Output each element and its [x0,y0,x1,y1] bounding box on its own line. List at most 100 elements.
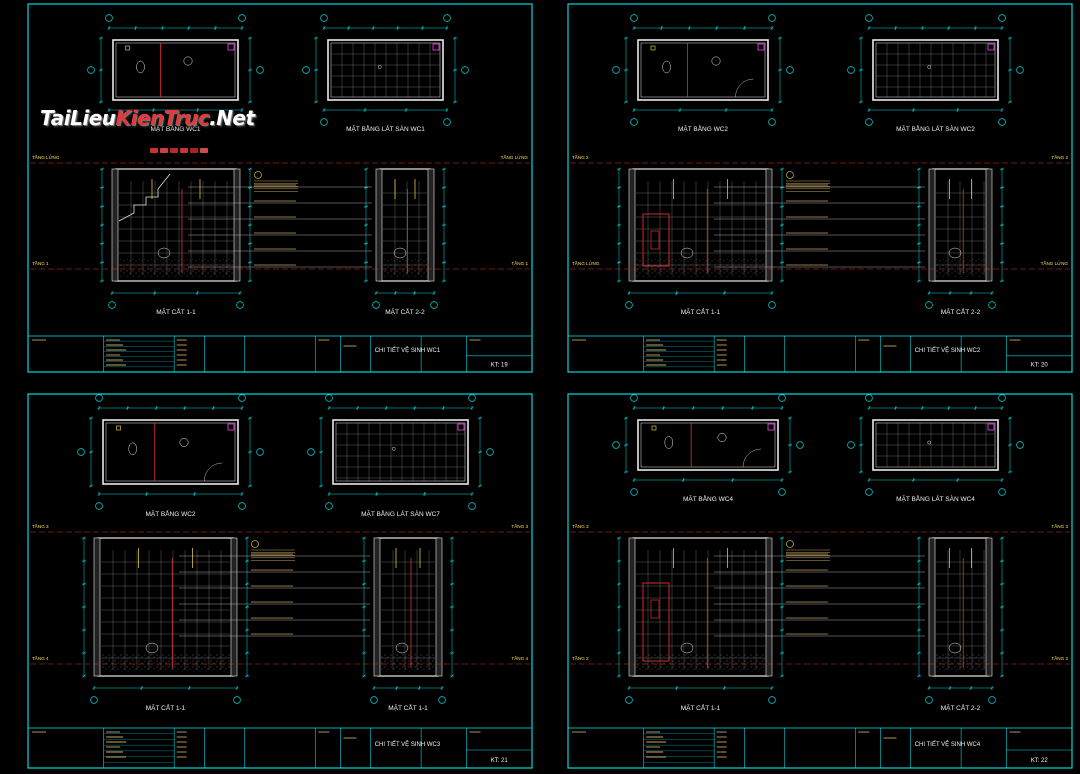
dimension-tick [441,406,445,410]
watermark-dots [150,138,210,157]
dimension-tick [82,651,86,655]
dimension-tick [678,108,682,112]
grid-bubble [768,14,776,22]
dimension-tick [687,26,691,30]
dimension-tick [624,470,628,474]
dimension-tick [927,291,931,295]
dimension-tick [917,582,921,586]
dimension-tick [100,186,104,190]
dimension-tick [450,628,454,632]
sink-fixture [179,437,189,447]
dimension-tick [917,628,921,632]
dimension-tick [413,291,417,295]
dimension-tick [442,223,446,227]
dimension-tick [917,279,921,283]
dimension-tick [134,26,138,30]
level-label: TẦNG 4 [32,655,49,661]
dimension-tick [1000,628,1004,632]
section-title: MẶT CẮT 1-1 [681,703,721,712]
grid-bubble [1016,66,1024,74]
dimension-tick [1000,204,1004,208]
dimension-tick [617,279,621,283]
dimension-tick [82,628,86,632]
grid-bubble [768,696,776,704]
dimension-tick [478,450,482,454]
dimension-tick [617,628,621,632]
section-title: MẶT CẮT 2-2 [941,307,981,316]
dimension-tick [617,260,621,264]
grid-bubble [988,696,996,704]
dimension-tick [356,406,360,410]
dimension-tick [82,605,86,609]
dimension-tick [956,478,960,482]
dimension-tick [240,26,244,30]
floor-plan [302,14,469,126]
dimension-tick [859,36,863,40]
grid-bubble [236,301,244,309]
floor-finish [636,259,765,277]
dimension-tick [1008,470,1012,474]
dimension-tick [894,26,898,30]
dimension-tick [917,651,921,655]
wall-inner [105,422,236,482]
watermark-dot [150,148,158,153]
section-wall-left [93,537,101,677]
dimension-tick [196,108,200,112]
title-block-frame [567,335,1073,373]
dimension-tick [238,291,242,295]
grid-bubble [865,118,873,126]
dimension-tick [245,605,249,609]
dimension-tick [450,536,454,540]
dimension-tick [442,167,446,171]
dimension-tick [660,26,664,30]
dimension-tick [632,478,636,482]
dimension-tick [322,108,326,112]
dimension-tick [788,416,792,420]
section-wall-left [375,168,383,282]
level-label: TẦNG 2 [572,154,589,160]
dimension-tick [1000,605,1004,609]
floor-finish [936,654,985,672]
dimension-tick [100,279,104,283]
floor-drain [927,440,932,445]
dimension-tick [413,406,417,410]
dimension-tick [917,260,921,264]
dimension-tick [917,242,921,246]
floor-plan [307,394,494,510]
section-wall-right [985,537,993,677]
note-bubble [786,171,794,179]
dimension-tick [867,108,871,112]
dimension-tick [363,108,367,112]
dimension-tick [624,443,628,447]
title-block [27,727,533,769]
dimension-tick [947,26,951,30]
dimension-tick [478,416,482,420]
sheet-4 [567,393,1073,769]
watermark-dot [170,148,178,153]
dimension-tick [248,167,252,171]
dimension-tick [82,559,86,563]
dimension-tick [450,674,454,678]
dimension-tick [396,26,400,30]
level-label: TẦNG 3 [32,523,49,529]
sheet-code: KT: 19 [491,363,509,369]
wall-outline [332,419,469,485]
plan-title: MẶT BẰNG LÁT SÀN WC4 [896,494,975,503]
pipe-shaft [457,423,465,431]
level-label: TẦNG 3 [1051,523,1068,529]
dimension-tick [319,450,323,454]
sheets-layer [27,3,1073,769]
watermark-logo: TaiLieuKienTruc.Net [40,106,255,130]
grid-bubble [461,66,469,74]
dimension-tick [770,26,774,30]
grid-bubble [998,488,1006,496]
wall-inner [640,42,766,98]
dimension-tick [97,492,101,496]
dimension-tick [1008,36,1012,40]
wall-inner [330,42,441,98]
dimension-tick [362,559,366,563]
dimension-tick [248,450,252,454]
section-wall-left [373,537,381,677]
